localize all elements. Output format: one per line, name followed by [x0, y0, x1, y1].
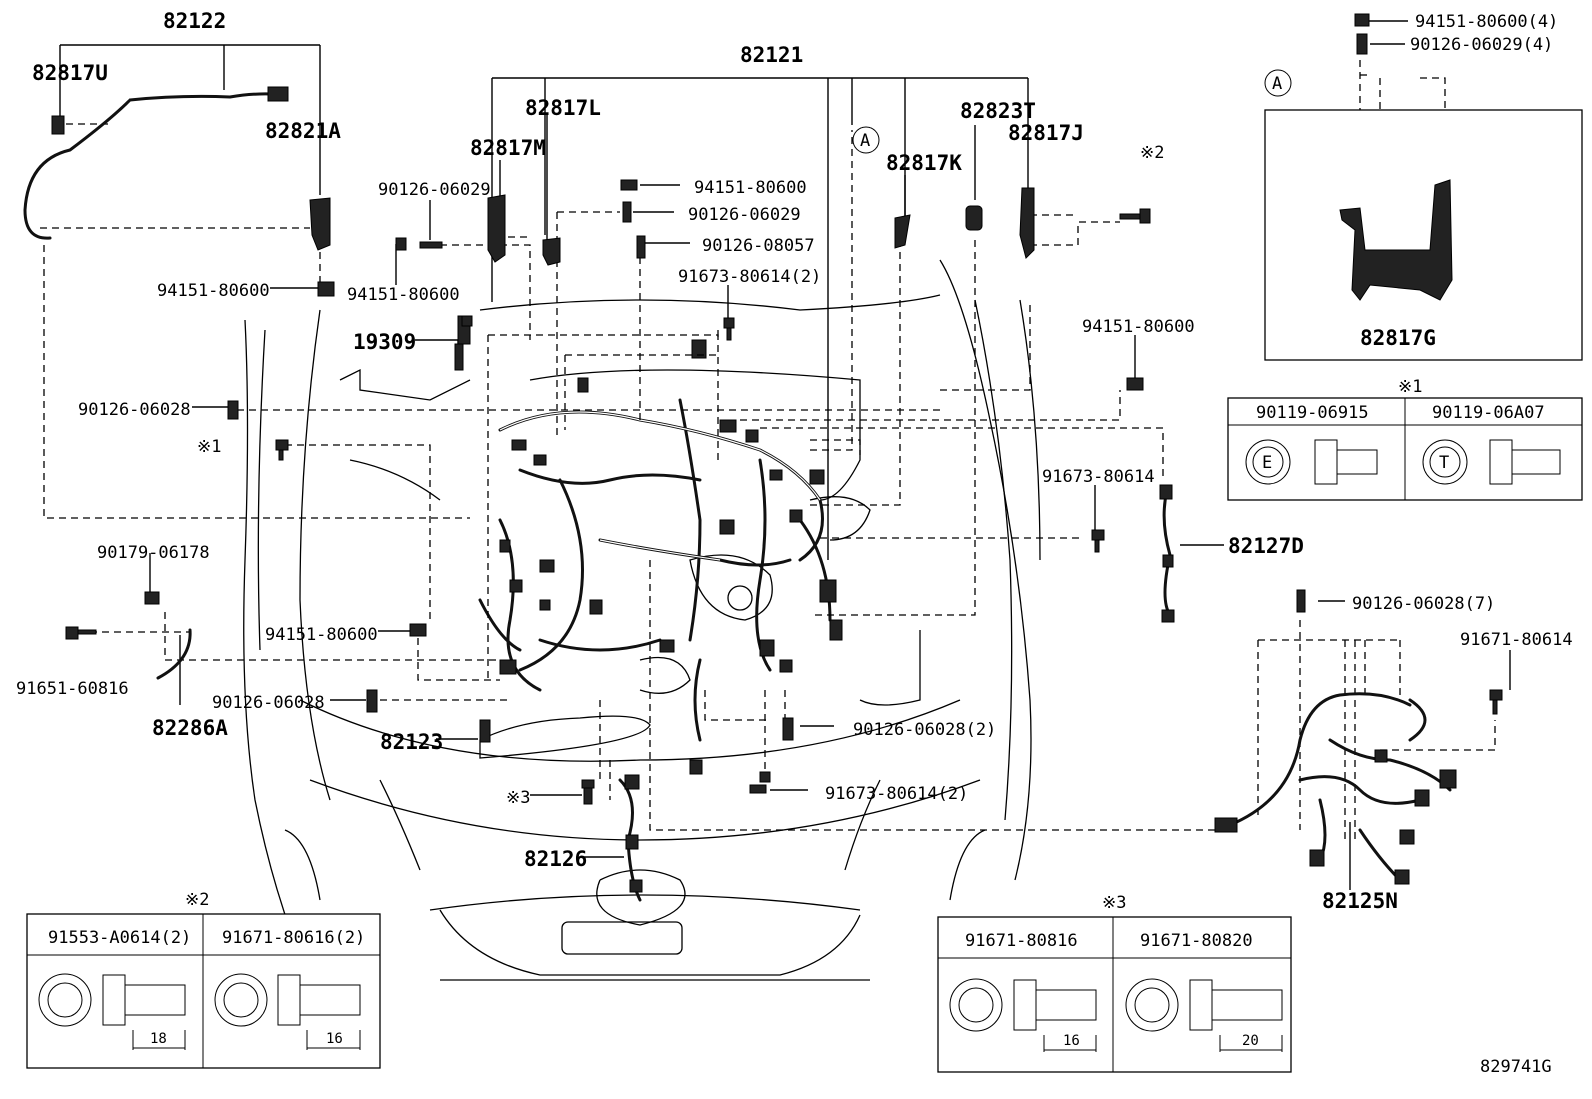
label-90126-06028-2: 90126-06028(2)	[853, 720, 996, 740]
label-82121: 82121	[740, 43, 803, 67]
part-number-labels: 82122 82817U 82821A 82121 82817L 82817M …	[16, 9, 1573, 1077]
label-90126-06029-b: 90126-06029	[688, 205, 801, 225]
table3-col1: 91671-80816	[965, 931, 1078, 951]
inset-detail-a	[1264, 69, 1583, 361]
label-82125n: 82125N	[1322, 889, 1398, 913]
label-94151-80600-c: 94151-80600	[347, 285, 460, 305]
label-82821a: 82821A	[265, 119, 341, 143]
table1-letter-e: E	[1262, 453, 1272, 473]
table1-letter-t: T	[1439, 453, 1449, 473]
note3-bolt-table	[937, 916, 1292, 1073]
label-82817u: 82817U	[32, 61, 108, 85]
label-91673-80614: 91673-80614	[1042, 467, 1155, 487]
label-94151-80600-d: 94151-80600	[1082, 317, 1195, 337]
engine-wire-harness	[478, 339, 843, 775]
figure-code: 829741G	[1480, 1057, 1552, 1077]
table1-col1: 90119-06915	[1256, 403, 1369, 423]
table3-col2: 91671-80820	[1140, 931, 1253, 951]
label-90126-06029-a: 90126-06029	[378, 180, 491, 200]
leader-lines	[59, 20, 1511, 890]
label-90126-06028-7: 90126-06028(7)	[1352, 594, 1495, 614]
table3-length1: 16	[1063, 1033, 1080, 1049]
label-94151-80600-a: 94151-80600	[694, 178, 807, 198]
label-82817g: 82817G	[1360, 326, 1436, 350]
label-82126: 82126	[524, 847, 587, 871]
label-90126-06028-b: 90126-06028	[212, 693, 325, 713]
label-94151-80600-4: 94151-80600(4)	[1415, 12, 1558, 32]
label-90126-08057: 90126-08057	[702, 236, 815, 256]
table2-mark: ※2	[185, 890, 209, 910]
table3-mark: ※3	[1102, 893, 1126, 913]
label-90126-06029-4: 90126-06029(4)	[1410, 35, 1553, 55]
label-91673-80614-2b: 91673-80614(2)	[825, 784, 968, 804]
label-82817j: 82817J	[1008, 121, 1084, 145]
hardware-parts	[23, 13, 1503, 902]
label-note1-mark: ※1	[197, 437, 221, 457]
note1-bolt-table	[1227, 397, 1583, 501]
table2-col1: 91553-A0614(2)	[48, 928, 191, 948]
label-82122: 82122	[163, 9, 226, 33]
table2-col2: 91671-80616(2)	[222, 928, 365, 948]
label-94151-80600-b: 94151-80600	[157, 281, 270, 301]
label-note3-mark: ※3	[506, 788, 530, 808]
label-94151-80600-e: 94151-80600	[265, 625, 378, 645]
label-82286a: 82286A	[152, 716, 228, 740]
table2-length2: 16	[326, 1031, 343, 1047]
label-82823t: 82823T	[960, 99, 1036, 123]
circle-a-inset: A	[1272, 74, 1282, 94]
table2-length1: 18	[150, 1031, 167, 1047]
table3-length2: 20	[1242, 1033, 1259, 1049]
label-82817m: 82817M	[470, 136, 546, 160]
vehicle-body-outline	[243, 259, 1041, 981]
label-note2-mark: ※2	[1140, 143, 1164, 163]
label-90179-06178: 90179-06178	[97, 543, 210, 563]
label-19309: 19309	[353, 330, 416, 354]
label-82817l: 82817L	[525, 96, 601, 120]
circle-a-main: A	[860, 131, 870, 151]
note2-bolt-table	[26, 913, 381, 1069]
label-82127d: 82127D	[1228, 534, 1304, 558]
table1-col2: 90119-06A07	[1432, 403, 1545, 423]
label-82817k: 82817K	[886, 151, 962, 175]
label-91673-80614-2a: 91673-80614(2)	[678, 267, 821, 287]
label-82123: 82123	[380, 730, 443, 754]
label-91651-60816: 91651-60816	[16, 679, 129, 699]
label-91671-80614: 91671-80614	[1460, 630, 1573, 650]
table1-mark: ※1	[1398, 377, 1422, 397]
label-90126-06028-a: 90126-06028	[78, 400, 191, 420]
